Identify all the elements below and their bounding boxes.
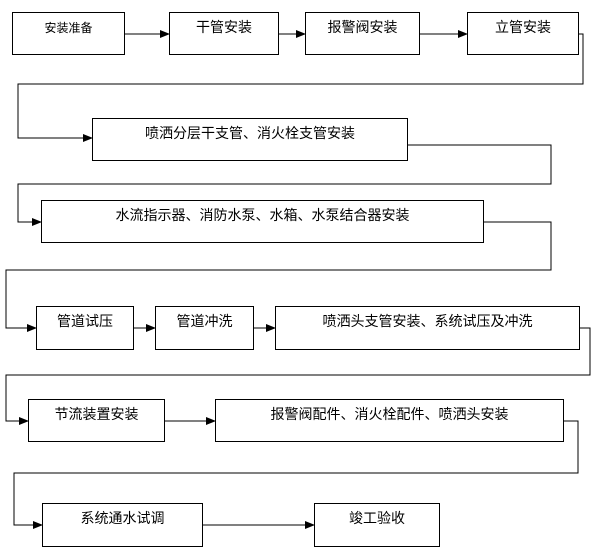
- connector-s4-s5: [17, 33, 584, 142]
- step-sprinkler-branch-hydrant-pipe-install: 喷洒分层干支管、消火栓支管安装: [92, 118, 408, 161]
- step-completion-acceptance: 竣工验收: [314, 503, 440, 547]
- step-main-pipe-install: 干管安装: [169, 12, 279, 55]
- connector-s9-s10: [5, 327, 591, 425]
- connector-s5-s6: [17, 144, 552, 226]
- step-sprinkler-branch-test-flush: 喷洒头支管安装、系统试压及冲洗: [275, 306, 580, 350]
- step-system-water-commissioning: 系统通水试调: [42, 503, 203, 547]
- connector-s6-s7: [5, 221, 552, 332]
- step-pipe-pressure-test: 管道试压: [36, 306, 134, 350]
- step-riser-install: 立管安装: [467, 12, 579, 55]
- step-throttle-device-install: 节流装置安装: [28, 399, 165, 442]
- step-pipe-flushing: 管道冲洗: [155, 306, 254, 350]
- step-alarm-valve-install: 报警阀安装: [305, 12, 420, 55]
- connector-s11-s12: [13, 420, 579, 529]
- step-fittings-sprinkler-head-install: 报警阀配件、消火栓配件、喷洒头安装: [215, 399, 564, 442]
- step-install-prep: 安装准备: [12, 12, 125, 55]
- step-flow-indicator-pump-tank-install: 水流指示器、消防水泵、水箱、水泵结合器安装: [41, 200, 484, 243]
